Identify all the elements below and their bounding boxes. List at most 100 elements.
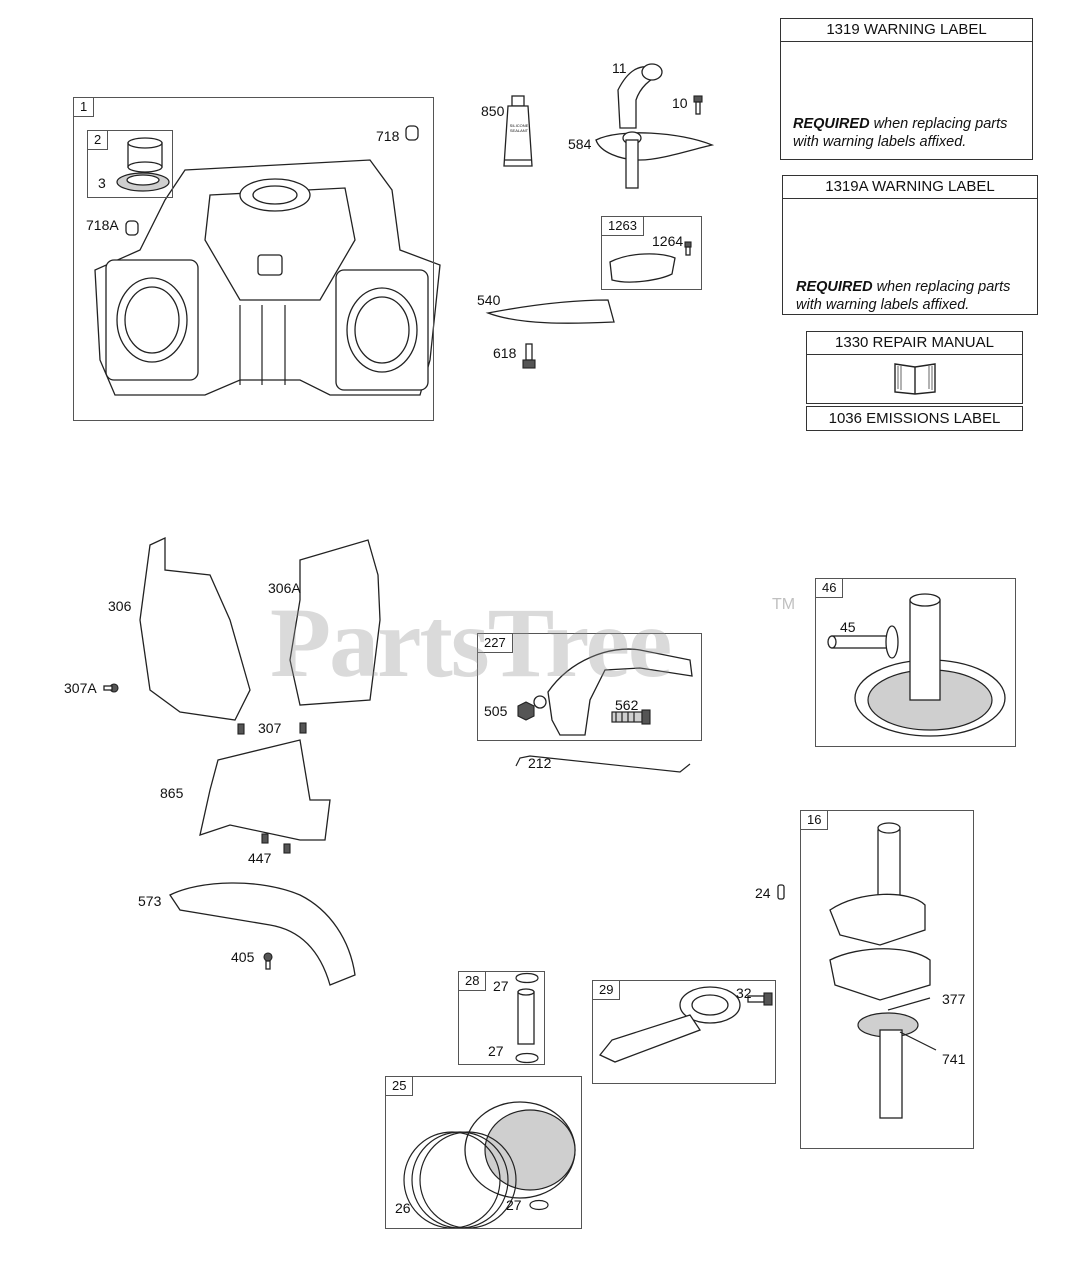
retainer-27-piston[interactable]	[529, 1199, 549, 1211]
spring-562[interactable]	[611, 709, 651, 725]
watermark: PartsTree	[270, 587, 672, 698]
label-573[interactable]: 573	[138, 893, 162, 909]
tube-text: SILICONE SEALANT	[509, 123, 529, 133]
label-447[interactable]: 447	[248, 850, 272, 866]
screw-618[interactable]	[522, 343, 536, 369]
label-540[interactable]: 540	[477, 292, 501, 308]
label-865[interactable]: 865	[160, 785, 184, 801]
screw-307a[interactable]	[103, 683, 119, 693]
box-227: 227	[477, 633, 702, 741]
watermark-trademark: TM	[772, 596, 796, 613]
label-377[interactable]: 377	[942, 991, 966, 1007]
box-29-tag: 29	[593, 981, 621, 1000]
label-306[interactable]: 306	[108, 598, 132, 614]
label-718[interactable]: 718	[376, 128, 400, 144]
box-2: 2	[87, 130, 173, 198]
book-icon	[894, 363, 936, 395]
label-850[interactable]: 850	[481, 103, 505, 119]
screw-307-left[interactable]	[237, 723, 245, 735]
label-11[interactable]: 11	[612, 60, 627, 76]
box-2-tag: 2	[88, 131, 109, 150]
label-618[interactable]: 618	[493, 345, 517, 361]
screw-1264[interactable]	[684, 241, 692, 256]
warning-label-1319a-card[interactable]: 1319A WARNING LABEL REQUIRED when replac…	[782, 175, 1038, 315]
dowel-718[interactable]	[405, 125, 419, 141]
warning-label-1319-note-rest: when replacing parts with warning labels…	[793, 116, 1008, 150]
shroud-306[interactable]	[139, 536, 251, 721]
label-212[interactable]: 212	[528, 755, 552, 771]
box-46: 46	[815, 578, 1016, 747]
box-28: 28	[458, 971, 545, 1065]
dowel-718a[interactable]	[125, 220, 139, 236]
label-32[interactable]: 32	[736, 985, 752, 1001]
retainer-27-bottom[interactable]	[515, 1052, 539, 1064]
box-1263: 1263	[601, 216, 702, 290]
warning-label-1319-note: REQUIRED when replacing parts with warni…	[793, 115, 1029, 151]
repair-manual-1330-title: 1330 REPAIR MANUAL	[807, 332, 1022, 355]
emissions-1036-title: 1036 EMISSIONS LABEL	[828, 410, 1001, 427]
label-505[interactable]: 505	[484, 703, 508, 719]
plate-584[interactable]	[595, 131, 715, 189]
camshaft-gear[interactable]	[854, 593, 1006, 737]
box-29: 29	[592, 980, 776, 1084]
link-rod-212[interactable]	[515, 755, 691, 773]
box-46-tag: 46	[816, 579, 844, 598]
label-10[interactable]: 10	[672, 95, 688, 111]
screw-447-a[interactable]	[261, 833, 269, 844]
screw-307-right[interactable]	[299, 722, 307, 734]
washer-505	[533, 695, 547, 709]
gasket-540[interactable]	[485, 299, 615, 324]
label-405[interactable]: 405	[231, 949, 255, 965]
label-306a[interactable]: 306A	[268, 580, 301, 596]
repair-manual-1330-card[interactable]: 1330 REPAIR MANUAL	[806, 331, 1023, 404]
key-24[interactable]	[777, 884, 785, 900]
label-741[interactable]: 741	[942, 1051, 966, 1067]
bracket-227[interactable]	[547, 648, 693, 736]
label-27-piston[interactable]: 27	[506, 1197, 522, 1213]
nut-505[interactable]	[517, 701, 535, 721]
box-1: 1	[73, 97, 434, 421]
box-1263-tag: 1263	[602, 217, 644, 236]
bolt-32[interactable]	[747, 992, 773, 1006]
label-27-bottom[interactable]: 27	[488, 1043, 504, 1059]
label-562[interactable]: 562	[615, 697, 639, 713]
warning-label-1319a-note-bold: REQUIRED	[796, 279, 873, 295]
box-28-tag: 28	[459, 972, 487, 991]
label-307[interactable]: 307	[258, 720, 282, 736]
warning-label-1319a-note-rest: when replacing parts with warning labels…	[796, 279, 1011, 313]
label-27-top[interactable]: 27	[493, 978, 509, 994]
baffle-573[interactable]	[169, 882, 356, 986]
label-26[interactable]: 26	[395, 1200, 411, 1216]
label-24[interactable]: 24	[755, 885, 771, 901]
cylinder-block[interactable]	[94, 159, 441, 396]
box-1-tag: 1	[74, 98, 95, 117]
shroud-306a[interactable]	[289, 539, 381, 706]
label-3[interactable]: 3	[98, 175, 106, 191]
box-227-tag: 227	[478, 634, 513, 653]
breather-tube[interactable]	[617, 63, 663, 129]
baffle-865[interactable]	[199, 739, 331, 841]
part-1263[interactable]	[609, 253, 676, 283]
label-307a[interactable]: 307A	[64, 680, 97, 696]
screw-10[interactable]	[693, 95, 703, 115]
label-45[interactable]: 45	[840, 619, 856, 635]
piston-pin[interactable]	[517, 988, 535, 1045]
pin-45[interactable]	[827, 625, 899, 659]
label-718a[interactable]: 718A	[86, 217, 119, 233]
box-25: 25	[385, 1076, 582, 1229]
retainer-27-top[interactable]	[515, 972, 539, 984]
label-1264[interactable]: 1264	[652, 233, 684, 249]
crankshaft[interactable]	[829, 822, 931, 1119]
screw-447-b[interactable]	[283, 843, 291, 854]
oil-seal[interactable]	[116, 172, 170, 192]
box-16-tag: 16	[801, 811, 829, 830]
emissions-1036-card[interactable]: 1036 EMISSIONS LABEL	[806, 406, 1023, 431]
connecting-rod[interactable]	[598, 986, 741, 1063]
sealant-tube[interactable]	[503, 95, 533, 167]
label-584[interactable]: 584	[568, 136, 592, 152]
bushing[interactable]	[127, 137, 163, 173]
screw-405[interactable]	[263, 952, 273, 970]
warning-label-1319a-note: REQUIRED when replacing parts with warni…	[796, 278, 1034, 314]
warning-label-1319-card[interactable]: 1319 WARNING LABEL WARNING REQUIRED when…	[780, 18, 1033, 160]
